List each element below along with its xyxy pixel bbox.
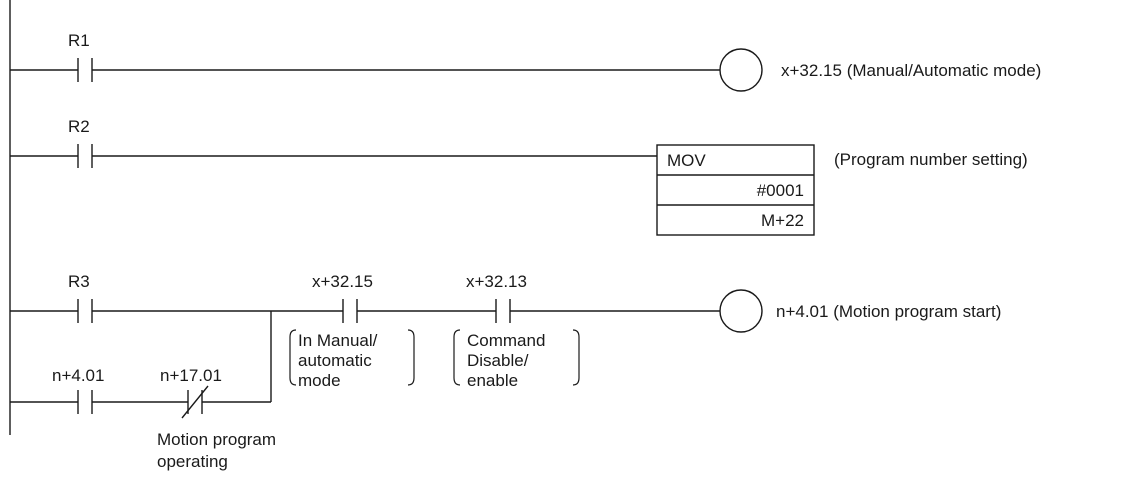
contact-self-hold-label: n+4.01 — [52, 366, 104, 385]
coil-output-mode[interactable] — [719, 48, 763, 92]
contact-program-operating-label: n+17.01 — [160, 366, 222, 385]
contact-command-bracket-right — [572, 329, 580, 386]
contact-program-operating-nc[interactable] — [181, 385, 209, 419]
rung-2: R2 MOV #0001 M+22 (Program number settin… — [10, 117, 1028, 236]
rung-1: R1 x+32.15 (Manual/Automatic mode) — [10, 31, 1041, 92]
contact-command-comment-line-3: enable — [467, 371, 518, 390]
mov-instruction-block[interactable] — [656, 144, 815, 236]
contact-mode[interactable] — [342, 299, 358, 323]
contact-program-operating-comment-line-1: Motion program — [157, 430, 276, 449]
coil-output-mode-label: x+32.15 (Manual/Automatic mode) — [781, 61, 1041, 80]
coil-motion-program-start-label: n+4.01 (Motion program start) — [776, 302, 1001, 321]
contact-command-enable[interactable] — [495, 299, 511, 323]
contact-self-hold[interactable] — [77, 390, 93, 414]
contact-r1-label: R1 — [68, 31, 90, 50]
mov-instruction-comment: (Program number setting) — [834, 150, 1028, 169]
contact-command-bracket-left — [453, 329, 461, 386]
coil-motion-program-start[interactable] — [719, 289, 763, 333]
contact-r2[interactable] — [77, 144, 93, 168]
mov-operand-source: #0001 — [757, 181, 804, 200]
rung-3: R3 n+4.01 n+17.01 Motion program operati… — [10, 272, 1001, 471]
mov-operand-destination: M+22 — [761, 211, 804, 230]
contact-mode-comment-line-2: automatic — [298, 351, 372, 370]
contact-mode-label: x+32.15 — [312, 272, 373, 291]
contact-command-comment-line-2: Disable/ — [467, 351, 529, 370]
contact-mode-comment-line-1: In Manual/ — [298, 331, 378, 350]
contact-mode-comment-line-3: mode — [298, 371, 341, 390]
contact-command-comment-line-1: Command — [467, 331, 545, 350]
contact-mode-bracket-right — [407, 329, 415, 386]
mov-instruction-name: MOV — [667, 151, 706, 170]
contact-r3-label: R3 — [68, 272, 90, 291]
contact-mode-bracket-left — [289, 329, 297, 386]
contact-r3[interactable] — [77, 299, 93, 323]
contact-r1[interactable] — [77, 58, 93, 82]
contact-program-operating-comment-line-2: operating — [157, 452, 228, 471]
contact-command-enable-label: x+32.13 — [466, 272, 527, 291]
contact-r2-label: R2 — [68, 117, 90, 136]
